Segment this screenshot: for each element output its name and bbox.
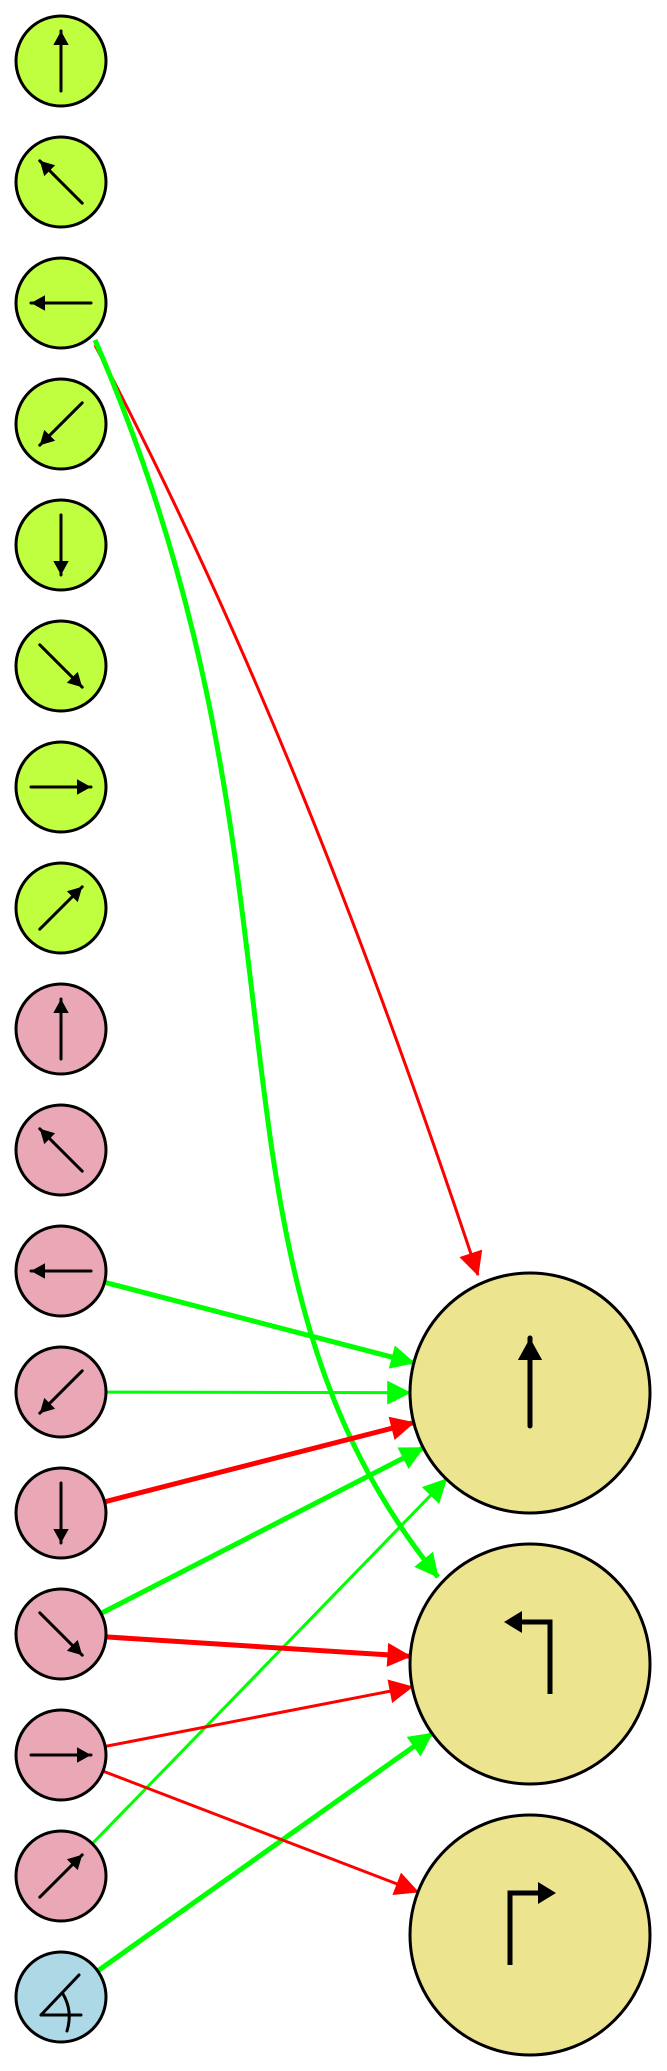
turn-right-arrow-icon [507, 1882, 556, 1965]
input-node-g-down [14, 498, 108, 592]
edge-b-angle-to-o-left [96, 1731, 434, 1973]
input-node-g-downleft [14, 377, 108, 471]
arrow-down-left-icon [38, 401, 84, 447]
input-node-g-upleft [14, 135, 108, 229]
edge-p-upright-to-o-straight [91, 1478, 448, 1845]
arrow-down-right-icon [38, 1611, 84, 1657]
input-node-g-right [14, 740, 108, 834]
edge-p-right-to-o-left [104, 1679, 414, 1748]
arrow-up-right-icon [38, 885, 84, 931]
arrow-up-icon [53, 29, 69, 93]
edges-layer [91, 339, 483, 1973]
input-node-p-down [14, 1466, 108, 1560]
edge-p-down-to-o-straight [103, 1416, 415, 1505]
input-node-p-downleft [14, 1345, 108, 1439]
output-node-o-right [408, 1813, 652, 2057]
output-node-o-straight [408, 1271, 652, 1515]
edge-p-downright-to-o-left [105, 1634, 412, 1667]
straight-up-arrow-icon [517, 1335, 543, 1429]
edge-p-downleft-to-o-straight [105, 1380, 412, 1405]
input-node-p-up [14, 982, 108, 1076]
arrow-down-right-icon [38, 643, 84, 689]
nodes-layer [14, 14, 652, 2057]
input-node-g-up [14, 14, 108, 108]
input-node-p-upright [14, 1829, 108, 1923]
input-node-p-upleft [14, 1103, 108, 1197]
arrow-left-icon [29, 1263, 93, 1279]
input-node-g-left [14, 256, 108, 350]
input-node-b-angle [14, 1950, 108, 2044]
arrow-up-left-icon [38, 159, 84, 205]
arrow-right-icon [29, 779, 93, 795]
arrow-up-left-icon [38, 1127, 84, 1173]
edge-p-right-to-o-right [102, 1769, 420, 1896]
arrow-down-left-icon [38, 1369, 84, 1415]
output-node-o-left [408, 1542, 652, 1786]
input-node-g-upright [14, 861, 108, 955]
input-node-p-downright [14, 1587, 108, 1681]
input-node-p-left [14, 1224, 108, 1318]
edge-g-left-to-o-left [92, 339, 440, 1579]
edge-g-left-to-o-straight [93, 344, 483, 1277]
input-node-g-downright [14, 619, 108, 713]
arrow-down-icon [53, 1481, 69, 1545]
arrow-left-icon [29, 295, 93, 311]
arrow-right-icon [29, 1747, 93, 1763]
arrow-up-icon [53, 997, 69, 1061]
edge-p-downright-to-o-straight [99, 1445, 425, 1616]
angle-icon [39, 1973, 83, 2033]
turn-left-arrow-icon [504, 1611, 553, 1694]
edge-p-left-to-o-straight [103, 1279, 416, 1369]
arrow-up-right-icon [38, 1853, 84, 1899]
arrow-down-icon [53, 513, 69, 577]
input-node-p-right [14, 1708, 108, 1802]
